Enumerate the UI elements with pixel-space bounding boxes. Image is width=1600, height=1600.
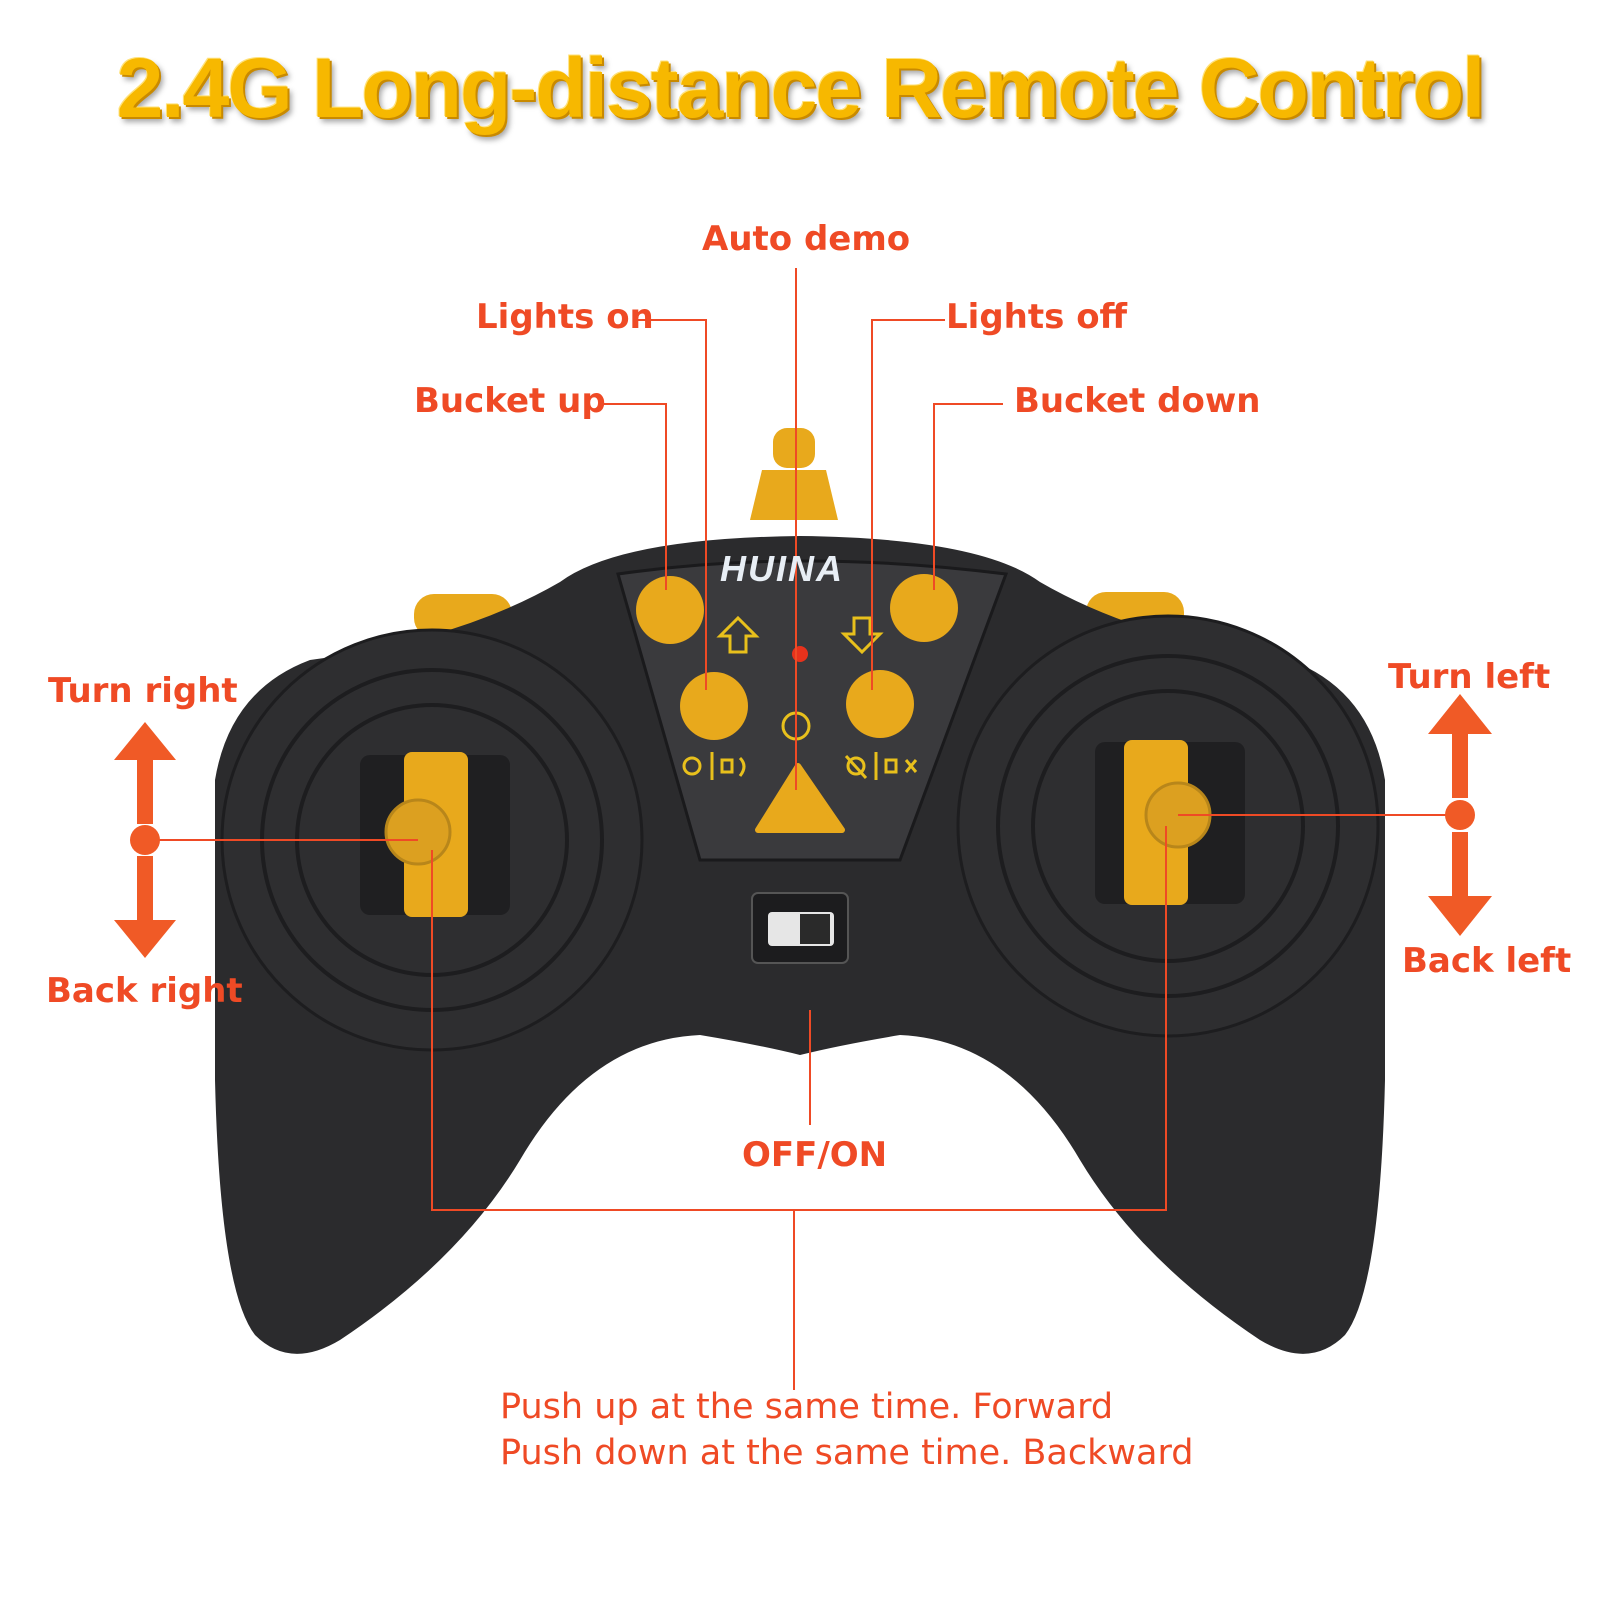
- label-lights-on: Lights on: [476, 297, 654, 337]
- label-auto-demo: Auto demo: [702, 219, 911, 259]
- label-back-right: Back right: [46, 971, 243, 1011]
- note-line-1: Push up at the same time. Forward: [500, 1387, 1114, 1427]
- bucket-up-button[interactable]: [636, 576, 704, 644]
- power-switch[interactable]: [751, 892, 849, 964]
- note-line-2: Push down at the same time. Backward: [500, 1433, 1194, 1473]
- callout-lines: [145, 268, 1460, 1390]
- bucket-down-button[interactable]: [890, 574, 958, 642]
- lights-off-button[interactable]: [846, 670, 914, 738]
- left-direction-arrows: [114, 722, 176, 958]
- label-lights-off: Lights off: [946, 297, 1128, 337]
- light-sound-off-icon: [844, 752, 918, 780]
- antenna: [750, 428, 838, 520]
- label-back-left: Back left: [1402, 941, 1572, 981]
- label-turn-left: Turn left: [1388, 657, 1551, 697]
- arrow-up-icon: [716, 615, 760, 654]
- brand-logo: HUINA: [720, 548, 844, 589]
- right-direction-arrows: [1428, 694, 1492, 936]
- light-sound-on-icon: [682, 752, 746, 780]
- left-stick[interactable]: [384, 798, 452, 866]
- label-turn-right: Turn right: [48, 671, 238, 711]
- page-title: 2.4G Long-distance Remote Control: [116, 41, 1486, 135]
- lights-on-button[interactable]: [680, 672, 748, 740]
- arrow-down-icon: [840, 616, 884, 655]
- auto-demo-button[interactable]: [755, 763, 845, 833]
- label-bucket-down: Bucket down: [1014, 381, 1261, 421]
- label-off-on: OFF/ON: [742, 1135, 888, 1175]
- power-led: [792, 646, 808, 662]
- label-bucket-up: Bucket up: [414, 381, 606, 421]
